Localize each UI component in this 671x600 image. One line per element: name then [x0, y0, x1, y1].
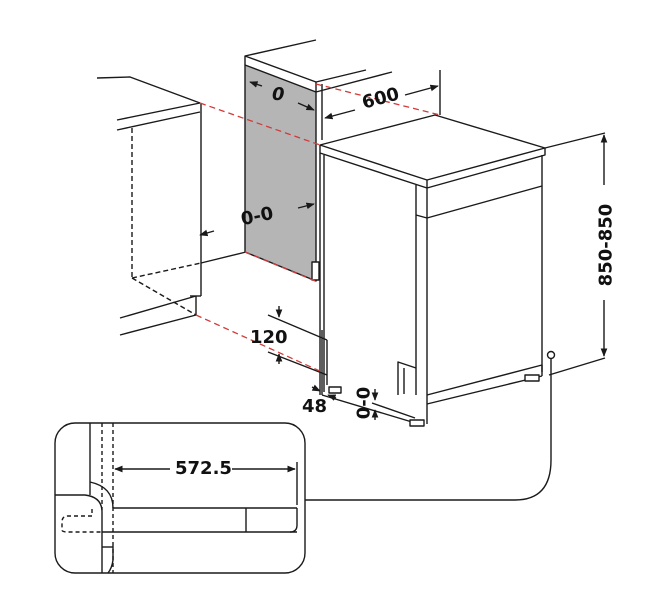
side-gap-label: 0: [272, 84, 285, 105]
plinth-height-label: 120: [250, 327, 288, 348]
foot-adjust-dimension: [371, 389, 416, 420]
foot-adjust-label: 0-0: [353, 386, 375, 420]
detail-inset: [54, 422, 306, 574]
left-cabinet: [96, 76, 247, 336]
dishwasher-body: [319, 114, 546, 427]
plinth-dimension: [267, 306, 328, 385]
alignment-guides: [195, 83, 441, 373]
side-panel: [244, 39, 393, 282]
foot-offset-dimension: [311, 330, 337, 401]
foot-offset-label: 48: [302, 396, 328, 417]
height-dimension: [544, 132, 608, 376]
detail-depth-label: 572.5: [175, 458, 232, 479]
height-label: 850-850: [595, 203, 617, 287]
detail-leader: [305, 350, 556, 501]
width-dimension: [321, 70, 441, 140]
